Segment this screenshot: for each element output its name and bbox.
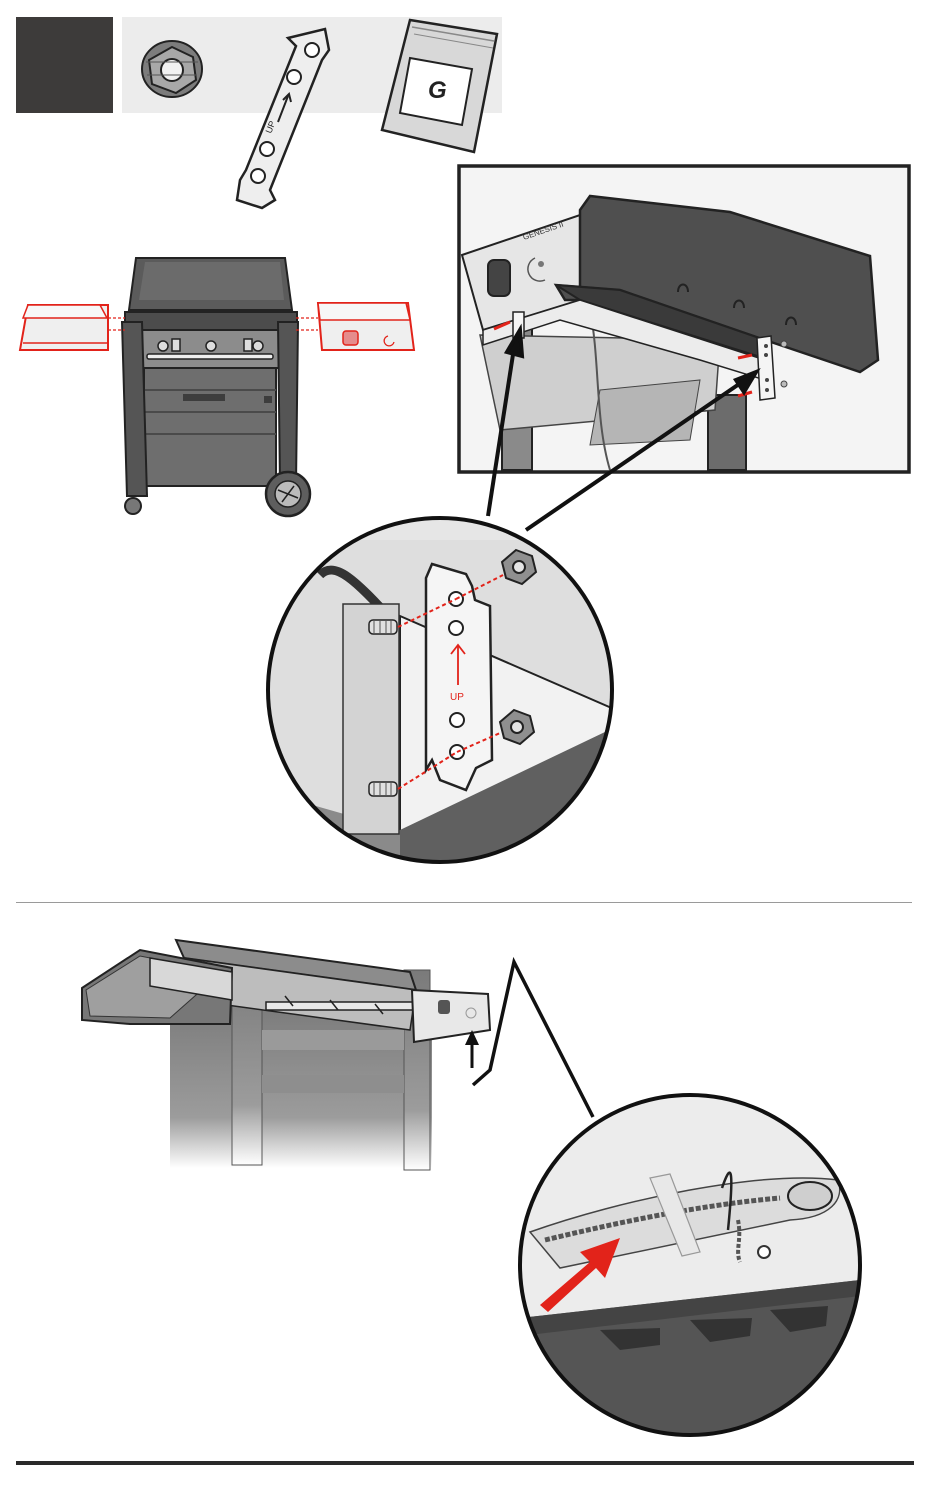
chain-detail-circle (520, 1095, 860, 1440)
detail-up-label: UP (450, 692, 464, 703)
flange-nut-icon (142, 41, 202, 97)
bracket-icon: UP (237, 29, 329, 208)
hardware-bag-icon: G (382, 20, 497, 152)
grill-overview (20, 258, 414, 516)
side-table-inset: GENESIS II (459, 166, 909, 472)
section-divider (16, 902, 912, 903)
bracket-detail-circle: UP (260, 518, 630, 870)
footer-rule (16, 1461, 914, 1465)
hardware-bag-label: G (428, 77, 447, 104)
grill-rear-view (82, 940, 593, 1170)
